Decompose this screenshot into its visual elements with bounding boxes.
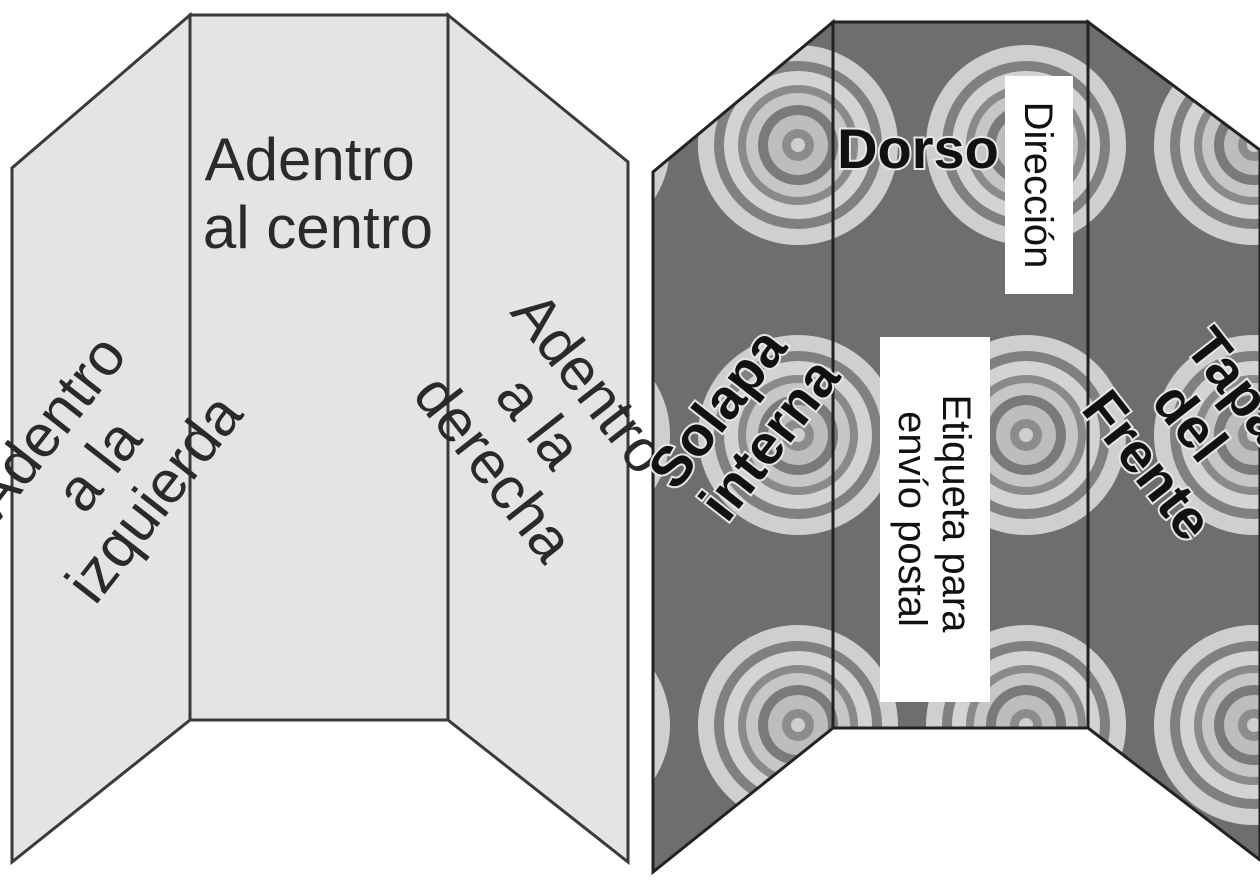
inside-right-panel [446,11,630,866]
mailing-label-line1: Etiqueta para [934,394,978,633]
inside-center-line1: Adentro [205,126,415,193]
outside-view: Dorso Dirección Etiqueta para envío post… [634,18,1260,876]
outside-back-title: Dorso [837,117,999,180]
mailing-label-text: Etiqueta para envío postal [890,394,978,643]
outside-right-panel [1086,19,1260,862]
inside-center-label: Adentro al centro [203,126,433,261]
address-box [1005,76,1073,294]
mailing-label-box [880,337,990,702]
mailing-label-line2: envío postal [890,411,934,627]
inside-view: Adentro al centro Adentro a la izquierda… [0,11,681,866]
inside-center-line2: al centro [203,194,433,261]
inside-center-panel [188,13,450,722]
address-box-label: Dirección [1016,102,1060,269]
